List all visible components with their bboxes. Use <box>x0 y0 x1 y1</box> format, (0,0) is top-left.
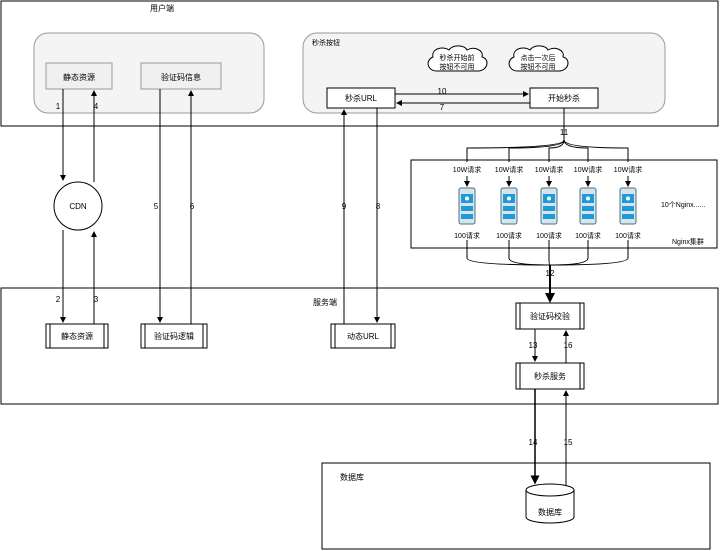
server-icon <box>540 187 558 225</box>
static-resource-server: 静态资源 <box>45 323 109 349</box>
edge-label-8: 8 <box>376 202 381 211</box>
server-icon <box>619 187 637 225</box>
cloud-after-click: 点击一次后 按钮不可用 <box>508 45 569 72</box>
nginx-servers: 10W请求 100请求 10W请求 100请求 10W请求 100请求 10W请求 100请求… <box>453 165 642 240</box>
edge-label-6: 6 <box>190 202 195 211</box>
fan-lines <box>466 139 629 266</box>
edge-label-7: 7 <box>440 103 445 112</box>
nginx-bottom-label: 100请求 <box>496 231 522 240</box>
user-side-title: 用户端 <box>150 3 174 13</box>
seckill-service: 秒杀服务 <box>515 362 585 390</box>
nginx-bottom-label: 100请求 <box>575 231 601 240</box>
captcha-verify: 验证码校验 <box>515 302 585 330</box>
nginx-top-label: 10W请求 <box>535 165 563 174</box>
edge-label-13: 13 <box>529 341 538 350</box>
captcha-info <box>140 62 222 90</box>
nginx-bottom-label: 100请求 <box>454 231 480 240</box>
edge-label-9: 9 <box>342 202 347 211</box>
edge-label-1: 1 <box>56 102 61 111</box>
nginx-top-label: 10W请求 <box>495 165 523 174</box>
svg-text:秒杀开始前: 秒杀开始前 <box>440 53 475 62</box>
database-title: 数据库 <box>340 472 364 482</box>
captcha-info-label: 验证码信息 <box>161 72 201 82</box>
fan-in-line <box>508 240 551 266</box>
svg-text:静态资源: 静态资源 <box>61 331 93 341</box>
svg-text:数据库: 数据库 <box>538 507 562 517</box>
fan-out-line <box>563 139 629 162</box>
edge-label-4: 4 <box>94 102 99 111</box>
svg-text:验证码逻辑: 验证码逻辑 <box>154 331 194 341</box>
svg-text:秒杀服务: 秒杀服务 <box>534 371 566 381</box>
cdn-label: CDN <box>69 202 87 211</box>
static-resource-client-label: 静态资源 <box>63 72 95 82</box>
database-section <box>321 462 711 550</box>
edge-label-12: 12 <box>546 269 555 278</box>
nginx-top-label: 10W请求 <box>453 165 481 174</box>
db-cylinder: 数据库 <box>525 483 575 524</box>
seckill-url-label: 秒杀URL <box>345 93 378 103</box>
nginx-server-1: 10W请求 100请求 <box>453 165 481 240</box>
edges <box>60 89 569 485</box>
edge-label-3: 3 <box>94 295 99 304</box>
static-resource-client <box>45 62 113 90</box>
nginx-bottom-label: 100请求 <box>615 231 641 240</box>
edge-label-16: 16 <box>564 341 573 350</box>
seckill-url-node <box>326 87 396 109</box>
captcha-logic: 验证码逻辑 <box>140 323 208 349</box>
nginx-server-3: 10W请求 100请求 <box>535 165 563 240</box>
svg-text:动态URL: 动态URL <box>347 331 380 341</box>
edge-label-14: 14 <box>529 438 538 447</box>
nginx-top-label: 10W请求 <box>574 165 602 174</box>
svg-text:按钮不可用: 按钮不可用 <box>440 62 475 71</box>
svg-text:点击一次后: 点击一次后 <box>521 53 556 62</box>
nginx-cluster-title: Nginx集群 <box>672 237 704 246</box>
edge-label-10: 10 <box>438 87 447 96</box>
fan-out-line <box>508 139 565 162</box>
svg-text:验证码校验: 验证码校验 <box>530 311 570 321</box>
fan-in-line <box>549 240 629 266</box>
cdn-node <box>53 181 103 231</box>
server-side-title: 服务端 <box>313 297 337 307</box>
server-icon <box>579 187 597 225</box>
nginx-top-label: 10W请求 <box>614 165 642 174</box>
fan-out-line <box>466 139 565 162</box>
nginx-bottom-label: 100请求 <box>536 231 562 240</box>
seckill-button-title: 秒杀按钮 <box>312 38 340 47</box>
nginx-count-label: 10个Nginx...... <box>661 201 705 209</box>
cloud-before-start: 秒杀开始前 按钮不可用 <box>427 45 488 72</box>
fan-in-line <box>548 240 551 266</box>
svg-text:按钮不可用: 按钮不可用 <box>521 62 556 71</box>
start-seckill-label: 开始秒杀 <box>548 93 580 103</box>
edge-label-11: 11 <box>560 128 569 137</box>
dynamic-url: 动态URL <box>330 323 396 349</box>
edge-label-15: 15 <box>564 438 573 447</box>
nginx-server-5: 10W请求 100请求 <box>614 165 642 240</box>
edge-label-2: 2 <box>56 295 61 304</box>
nginx-server-4: 10W请求 100请求 <box>574 165 602 240</box>
edge-labels: 1 4 2 3 5 6 9 8 10 7 11 12 13 16 14 15 <box>56 87 573 447</box>
server-icon <box>458 187 476 225</box>
server-icon <box>500 187 518 225</box>
nginx-server-2: 10W请求 100请求 <box>495 165 523 240</box>
edge-label-5: 5 <box>154 202 159 211</box>
